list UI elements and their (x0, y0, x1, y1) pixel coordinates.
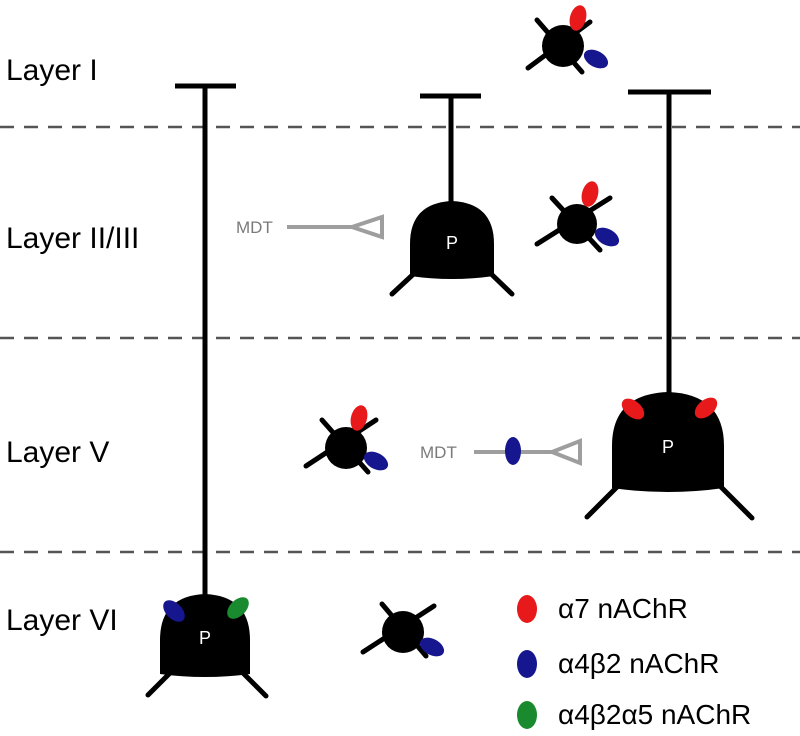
mdt-terminal (546, 438, 582, 466)
alpha7-receptor (581, 181, 599, 207)
alpha4beta2-receptor (419, 637, 445, 657)
soma (557, 204, 597, 244)
pyramidal-neuron-layer-ii-iii: P (389, 93, 515, 297)
soma-label: P (199, 628, 211, 648)
soma-label: P (662, 437, 674, 457)
legend-item-alpha7: α7 nAChR (517, 593, 688, 624)
mdt-label: MDT (420, 443, 457, 462)
legend-label-alpha7: α7 nAChR (558, 593, 688, 624)
basal-dendrite-left (584, 481, 623, 520)
legend-item-alpha4beta2: α4β2 nAChR (517, 648, 719, 679)
interneuron-layer-v (303, 405, 389, 475)
alpha4beta2-receptor (163, 600, 185, 622)
soma (542, 25, 584, 67)
alpha4beta2-receptor (363, 451, 389, 471)
mdt-input-layer-ii-iii: MDT (236, 214, 384, 240)
legend-label-alpha4beta2: α4β2 nAChR (558, 648, 719, 679)
mdt-terminal (345, 214, 384, 240)
interneuron-layer-ii-iii (534, 181, 620, 253)
alpha4beta2alpha5-receptor (227, 597, 249, 619)
alpha7-receptor (350, 405, 368, 431)
soma (382, 611, 424, 653)
layer-label-i: Layer I (6, 54, 98, 87)
pyramidal-neuron-layer-vi: P (145, 83, 269, 699)
pyramidal-neuron-layer-v: P (584, 89, 755, 521)
alpha7-receptor (569, 5, 587, 31)
layer-label-ii-iii: Layer II/III (6, 222, 139, 255)
alpha7-receptor (694, 397, 718, 419)
legend-item-alpha4beta2alpha5: α4β2α5 nAChR (517, 699, 751, 730)
alpha7-receptor (621, 398, 645, 420)
interneuron-layer-i (525, 5, 609, 75)
legend-swatch-alpha7 (517, 595, 537, 623)
alpha4beta2-receptor (505, 437, 521, 465)
layer-label-vi: Layer VI (6, 604, 118, 637)
legend-swatch-alpha4beta2alpha5 (517, 701, 537, 729)
interneuron-layer-vi (360, 601, 445, 659)
layer-label-v: Layer V (6, 436, 109, 469)
soma-label: P (446, 233, 458, 253)
basal-dendrite-right (715, 481, 755, 521)
legend-swatch-alpha4beta2 (517, 650, 537, 678)
mdt-input-layer-v: MDT (420, 437, 582, 466)
legend-label-alpha4beta2alpha5: α4β2α5 nAChR (558, 699, 751, 730)
soma (325, 427, 367, 469)
mdt-label: MDT (236, 218, 273, 237)
alpha4beta2-receptor (594, 227, 620, 247)
alpha4beta2-receptor (583, 49, 609, 69)
soma (410, 201, 494, 279)
legend: α7 nAChR α4β2 nAChR α4β2α5 nAChR (517, 593, 751, 730)
layer-boundaries (0, 125, 800, 554)
